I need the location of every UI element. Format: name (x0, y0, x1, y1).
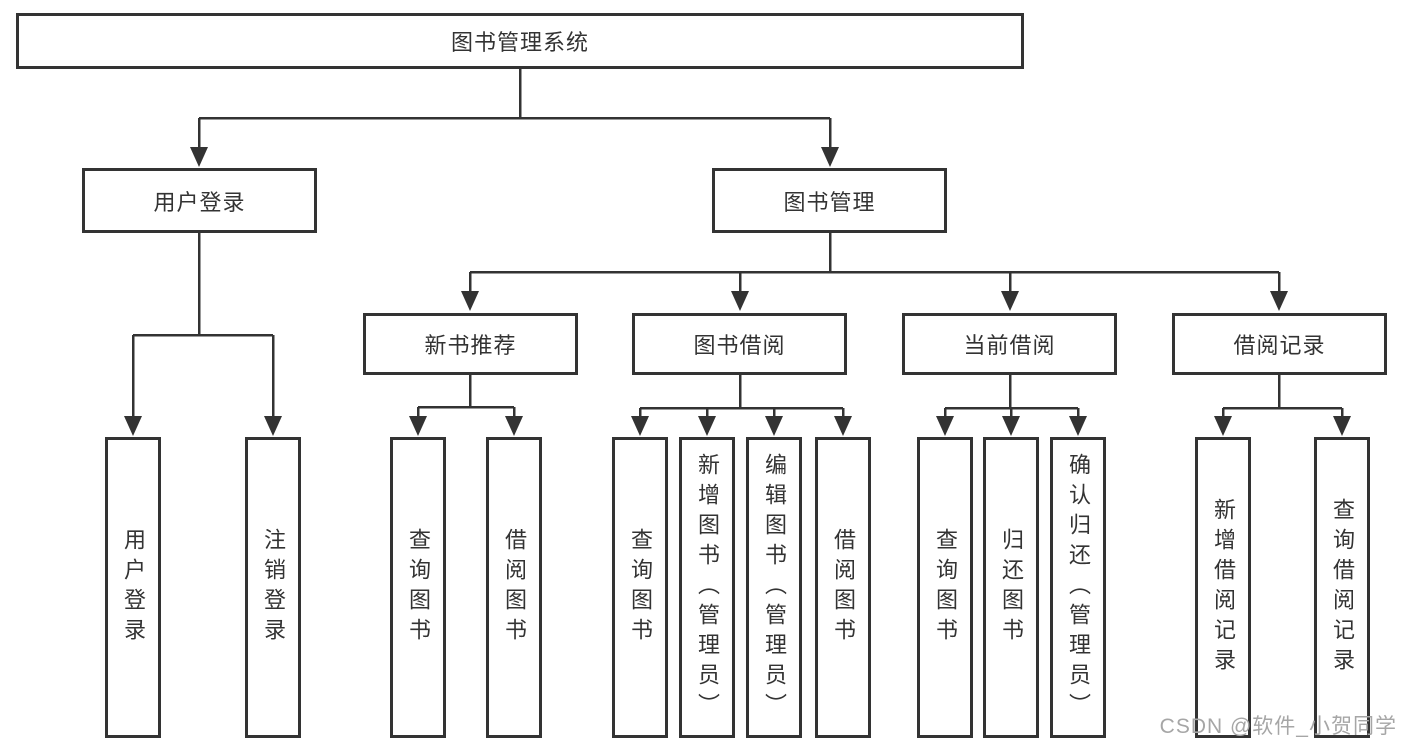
node-leaf-query-borrow-record: 查询借阅记录 (1314, 437, 1370, 738)
node-book-borrow-label: 图书借阅 (693, 333, 786, 358)
connector-book-mgmt-children (461, 233, 1288, 311)
node-current-borrow-label: 当前借阅 (963, 333, 1056, 358)
node-leaf-user-login-label: 用户登录 (121, 527, 146, 648)
node-root-system-label: 图书管理系统 (450, 30, 589, 55)
node-leaf-add-borrow-record: 新增借阅记录 (1195, 437, 1251, 738)
node-book-borrow: 图书借阅 (632, 313, 847, 375)
node-leaf-add-borrow-record-label: 新增借阅记录 (1211, 497, 1236, 678)
node-leaf-return-book: 归还图书 (983, 437, 1039, 738)
connector-new-book-rec-children (409, 375, 523, 436)
node-leaf-add-book-admin-label: 新增图书（管理员） (695, 452, 720, 723)
node-new-book-recommend: 新书推荐 (363, 313, 578, 375)
node-leaf-edit-book-admin-label: 编辑图书（管理员） (762, 452, 787, 723)
csdn-watermark: CSDN @软件_小贺同学 (1159, 715, 1397, 738)
node-leaf-query-books-2: 查询图书 (612, 437, 668, 738)
node-leaf-borrow-books-1-label: 借阅图书 (502, 527, 527, 648)
node-new-book-recommend-label: 新书推荐 (424, 333, 517, 358)
connector-user-login-children (124, 233, 282, 436)
node-borrow-record: 借阅记录 (1172, 313, 1387, 375)
connector-root-to-level2 (190, 69, 839, 167)
node-leaf-query-books-2-label: 查询图书 (628, 527, 653, 648)
node-user-login: 用户登录 (82, 168, 317, 233)
node-leaf-borrow-books-2: 借阅图书 (815, 437, 871, 738)
node-leaf-query-books-1: 查询图书 (390, 437, 446, 738)
node-current-borrow: 当前借阅 (902, 313, 1117, 375)
node-leaf-edit-book-admin: 编辑图书（管理员） (746, 437, 802, 738)
node-leaf-query-books-3-label: 查询图书 (933, 527, 958, 648)
node-leaf-add-book-admin: 新增图书（管理员） (679, 437, 735, 738)
node-leaf-logout-label: 注销登录 (261, 527, 286, 648)
node-leaf-return-book-label: 归还图书 (999, 527, 1024, 648)
node-user-login-label: 用户登录 (153, 189, 246, 215)
node-leaf-query-books-3: 查询图书 (917, 437, 973, 738)
node-leaf-logout: 注销登录 (245, 437, 301, 738)
node-leaf-user-login: 用户登录 (105, 437, 161, 738)
node-book-management: 图书管理 (712, 168, 947, 233)
node-leaf-borrow-books-1: 借阅图书 (486, 437, 542, 738)
node-leaf-query-borrow-record-label: 查询借阅记录 (1330, 497, 1355, 678)
node-leaf-borrow-books-2-label: 借阅图书 (831, 527, 856, 648)
node-root-system: 图书管理系统 (16, 13, 1024, 69)
node-borrow-record-label: 借阅记录 (1233, 333, 1326, 358)
connector-borrow-record-children (1214, 375, 1351, 436)
node-leaf-confirm-return-admin-label: 确认归还（管理员） (1066, 452, 1091, 723)
connector-current-borrow-children (936, 375, 1087, 436)
node-leaf-confirm-return-admin: 确认归还（管理员） (1050, 437, 1106, 738)
connector-book-borrow-children (631, 375, 852, 436)
node-book-management-label: 图书管理 (783, 189, 876, 215)
node-leaf-query-books-1-label: 查询图书 (406, 527, 431, 648)
